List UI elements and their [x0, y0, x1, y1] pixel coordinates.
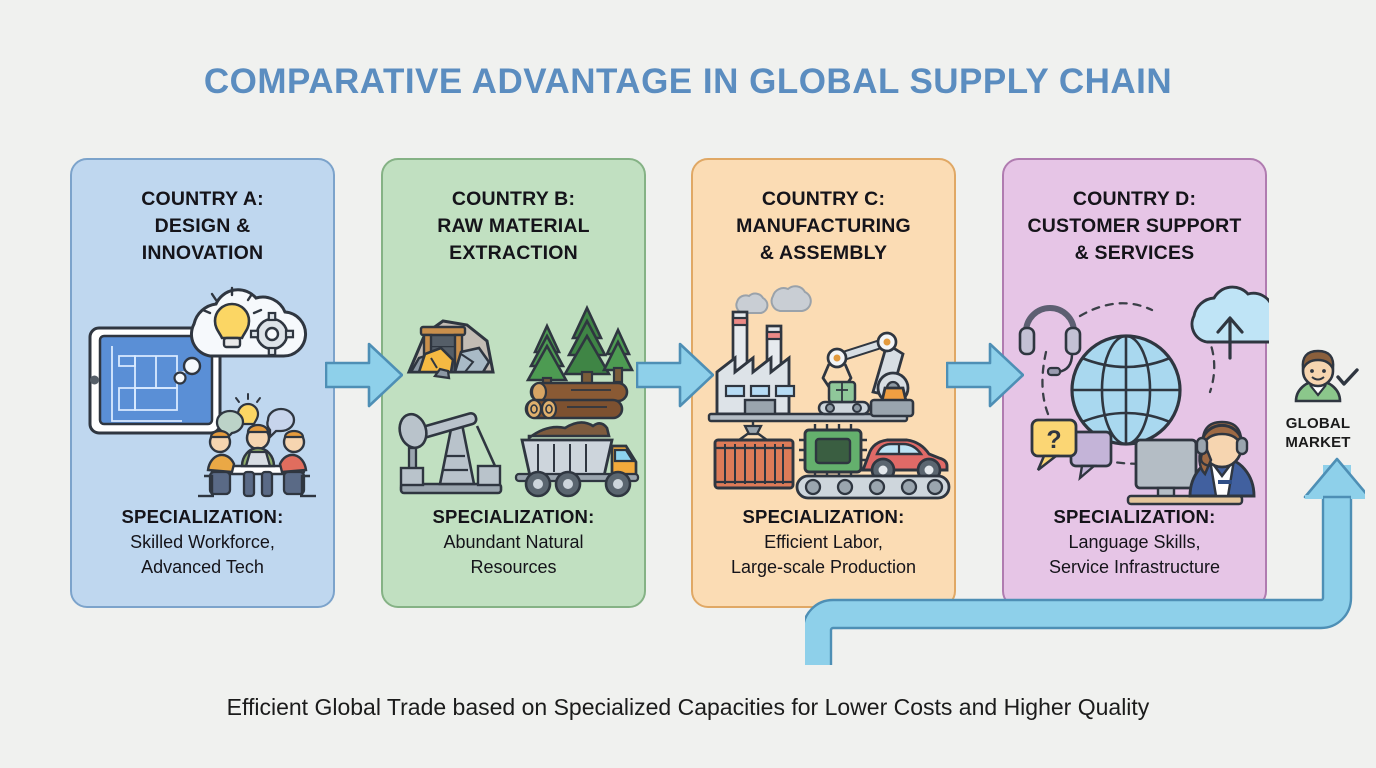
- flow-arrow-a-to-b: [324, 341, 404, 409]
- panel-d-spec-heading: SPECIALIZATION:: [1053, 506, 1216, 527]
- monitor-icon: [1126, 438, 1244, 506]
- panel-c-specialization: SPECIALIZATION: Efficient Labor,Large-sc…: [699, 504, 948, 580]
- conveyor-belt-lower-icon: [795, 474, 951, 500]
- factory-icon: [707, 310, 909, 423]
- customer-check-icon: [1294, 349, 1359, 403]
- panel-a-specialization: SPECIALIZATION: Skilled Workforce,Advanc…: [78, 504, 327, 580]
- logs-icon: [524, 381, 629, 420]
- headset-icon: [1018, 305, 1082, 377]
- panel-d-specialization: SPECIALIZATION: Language Skills,Service …: [1010, 504, 1259, 580]
- page-title: COMPARATIVE ADVANTAGE IN GLOBAL SUPPLY C…: [203, 62, 1173, 101]
- panel-c-spec-heading: SPECIALIZATION:: [742, 506, 905, 527]
- globe-icon: [1070, 334, 1182, 446]
- panel-a-title: COUNTRY A:DESIGN &INNOVATION: [141, 188, 264, 264]
- robot-arm-icon: [821, 331, 915, 418]
- stage-panel-country-a[interactable]: COUNTRY A:DESIGN &INNOVATION: [70, 158, 335, 608]
- panel-d-artwork: ?: [1004, 280, 1291, 510]
- idea-cloud-icon: [173, 286, 307, 385]
- microchip-icon: [799, 424, 867, 478]
- cloud-upload-icon: [1190, 285, 1291, 360]
- conveyor-belt-icon: [817, 380, 871, 416]
- flow-arrow-c-to-d: [945, 341, 1025, 409]
- laptop-icon: [244, 450, 272, 468]
- panel-c-spec-body: Efficient Labor,Large-scale Production: [730, 532, 917, 577]
- dump-truck-icon: [514, 421, 640, 498]
- shipping-container-icon: [713, 421, 795, 490]
- footer-caption: Efficient Global Trade based on Speciali…: [226, 694, 1150, 720]
- panel-b-artwork: [383, 280, 644, 510]
- feedback-loop-arrow: [801, 455, 1371, 670]
- flow-arrow-b-to-c: [635, 341, 715, 409]
- question-bubble-icon: ?: [1030, 418, 1078, 471]
- team-meeting-icon: [198, 393, 316, 498]
- tablet-blueprint-icon: [88, 326, 222, 435]
- pine-trees-icon: [525, 304, 635, 394]
- panel-c-artwork: [693, 280, 954, 510]
- oil-pumpjack-icon: [398, 411, 503, 495]
- lightbulb-icon: [201, 286, 263, 349]
- gear-icon: [249, 311, 295, 357]
- stage-panel-country-c[interactable]: COUNTRY C:MANUFACTURING& ASSEMBLY: [691, 158, 956, 608]
- support-agent-icon: [1126, 420, 1256, 506]
- smoke-icon: [735, 285, 812, 314]
- panel-a-spec-heading: SPECIALIZATION:: [121, 506, 284, 527]
- svg-text:?: ?: [1046, 426, 1061, 454]
- panel-c-title: COUNTRY C:MANUFACTURING& ASSEMBLY: [736, 188, 911, 264]
- panel-d-title: COUNTRY D:CUSTOMER SUPPORT& SERVICES: [1027, 188, 1242, 264]
- panel-a-spec-body: Skilled Workforce,Advanced Tech: [130, 532, 275, 577]
- panel-b-spec-heading: SPECIALIZATION:: [432, 506, 595, 527]
- ore-rocks-icon: [408, 346, 491, 380]
- panel-a-artwork: [72, 280, 333, 510]
- panel-d-spec-body: Language Skills,Service Infrastructure: [1048, 532, 1221, 577]
